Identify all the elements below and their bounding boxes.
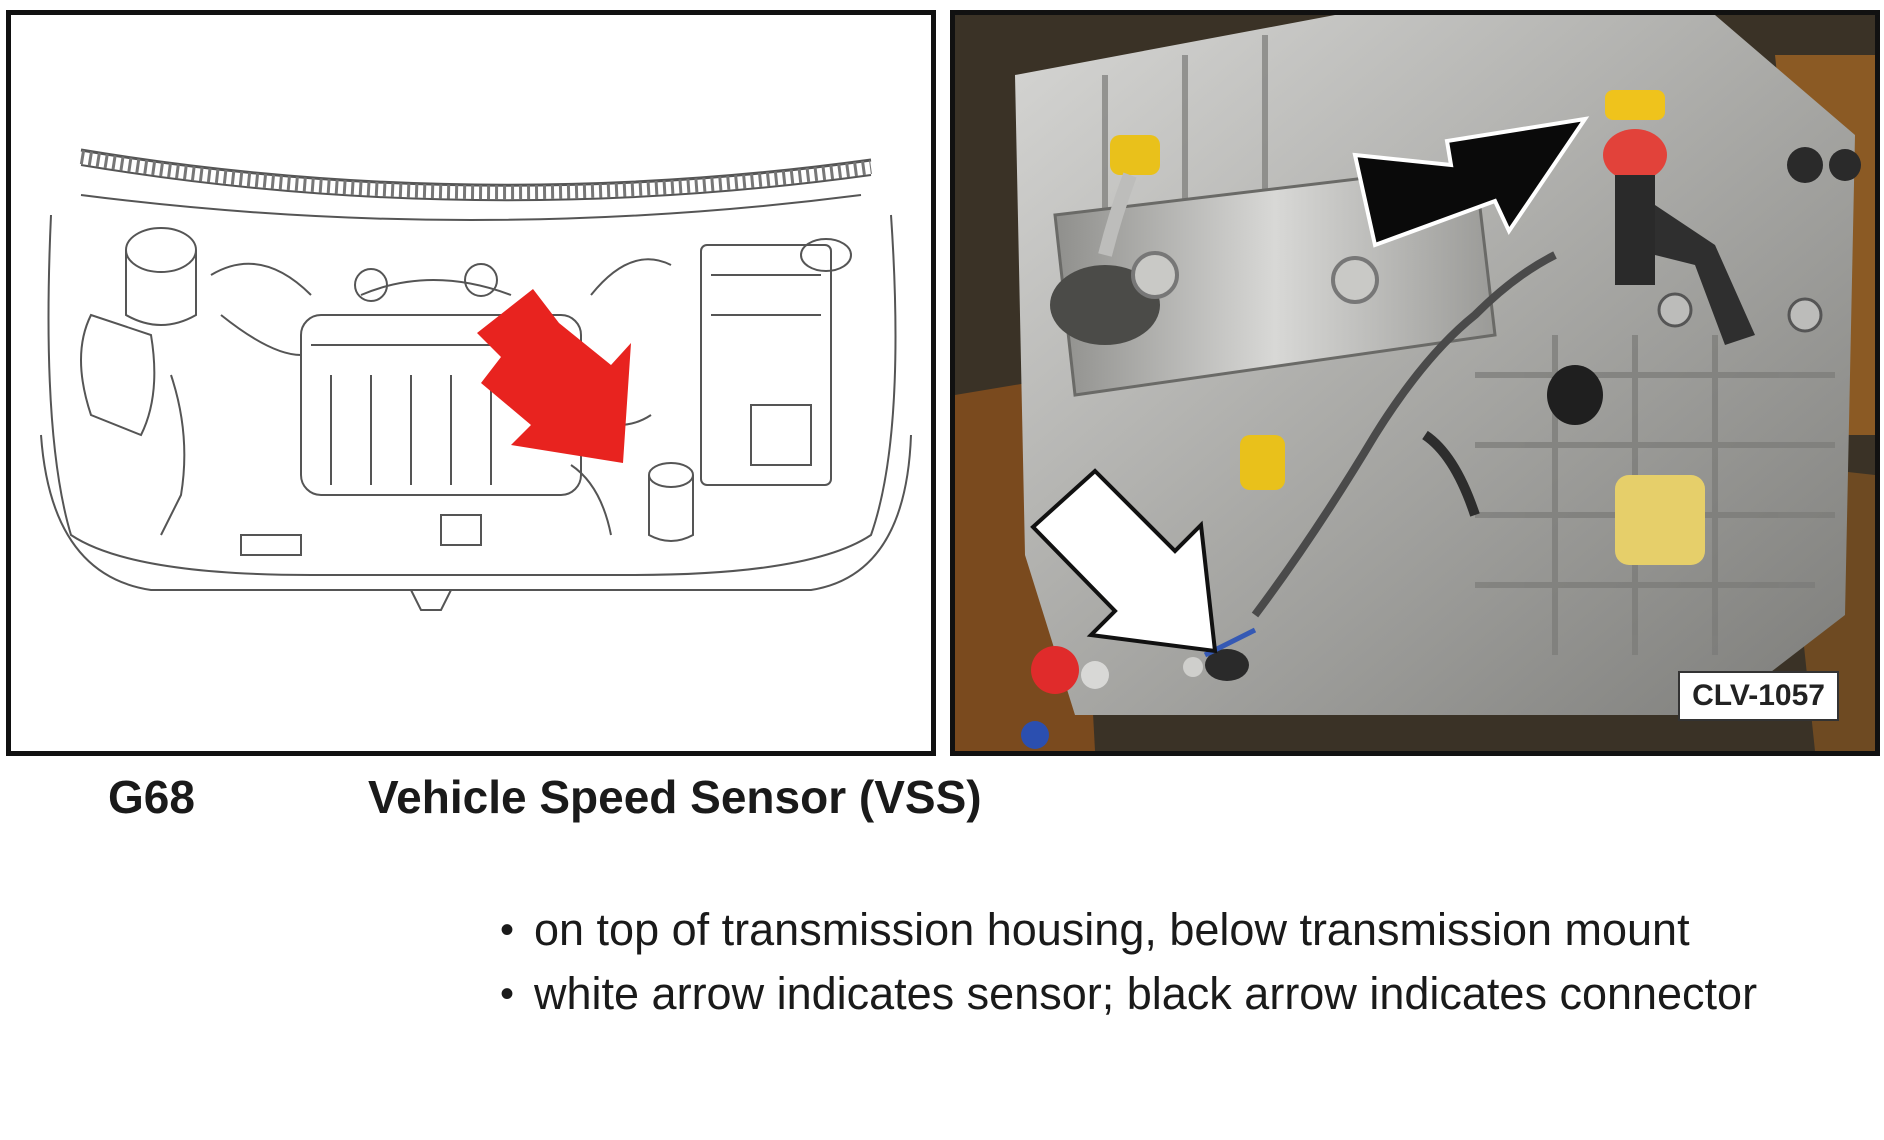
transmission-photo: CLV-1057 [950,10,1880,756]
bullet-icon: • [500,908,515,952]
note-text: on top of transmission housing, below tr… [534,904,1690,955]
note-text: white arrow indicates sensor; black arro… [534,968,1758,1019]
location-notes: • on top of transmission housing, below … [500,900,1800,1028]
component-code: G68 [108,771,195,823]
red-location-arrow [477,289,631,463]
bullet-icon: • [500,972,515,1016]
note-item: • white arrow indicates sensor; black ar… [500,964,1800,1024]
engine-bay-line-drawing-icon [40,148,912,611]
white-sensor-arrow [1030,468,1218,654]
engine-bay-diagram [6,10,936,756]
note-item: • on top of transmission housing, below … [500,900,1800,960]
component-name: Vehicle Speed Sensor (VSS) [368,771,982,823]
transmission-photo-icon [955,15,1875,751]
figure-id-label: CLV-1057 [1678,671,1839,721]
black-connector-arrow [1352,116,1590,248]
